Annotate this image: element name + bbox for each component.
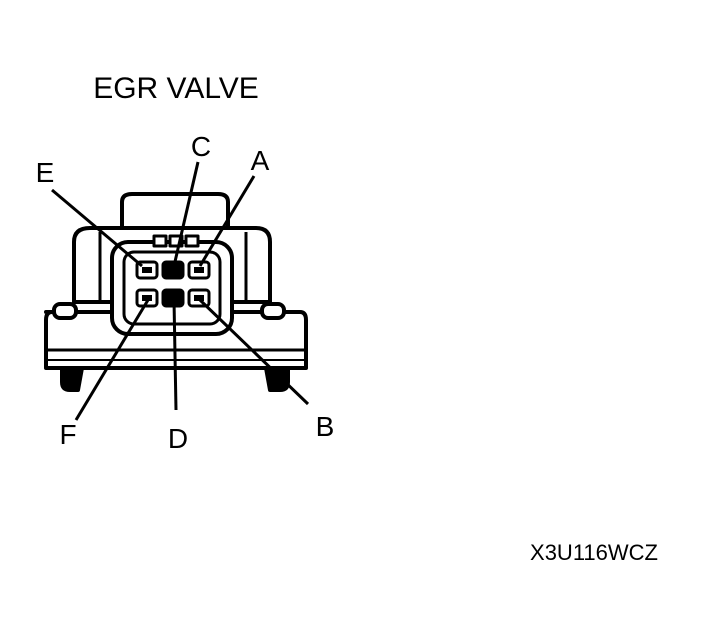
- pin-label-d: D: [168, 423, 188, 454]
- diagram-title: EGR VALVE: [93, 72, 259, 105]
- leader-line-a: [198, 175, 256, 267]
- connector-latch: [120, 192, 230, 232]
- leader-line-f: [74, 299, 150, 421]
- pin-label-f: F: [59, 419, 76, 450]
- leader-line-e: [51, 188, 143, 268]
- key-tab-2: [168, 234, 184, 248]
- pin-label-a: A: [251, 145, 270, 176]
- pin-label-b: B: [316, 411, 335, 442]
- key-tab-3: [184, 234, 200, 248]
- pin-f-slot: [142, 295, 152, 301]
- leader-lines: [51, 161, 310, 421]
- pin-label-c: C: [191, 131, 211, 162]
- mount-ear-left: [52, 302, 78, 320]
- pin-c: [161, 260, 185, 280]
- pin-e-slot: [142, 267, 152, 273]
- pin-a-slot: [194, 267, 204, 273]
- figure-code: X3U116WCZ: [530, 540, 658, 565]
- pin-labels: E C A F D B: [36, 131, 335, 454]
- foot-right: [264, 366, 290, 392]
- mount-ear-right: [260, 302, 286, 320]
- leader-line-b: [198, 298, 310, 406]
- foot-left: [60, 366, 84, 392]
- leader-line-c: [172, 161, 200, 267]
- leader-line-d: [172, 299, 178, 411]
- pin-b-slot: [194, 295, 204, 301]
- pin-label-e: E: [36, 157, 55, 188]
- key-tab-1: [152, 234, 168, 248]
- pin-terminals: [135, 260, 211, 308]
